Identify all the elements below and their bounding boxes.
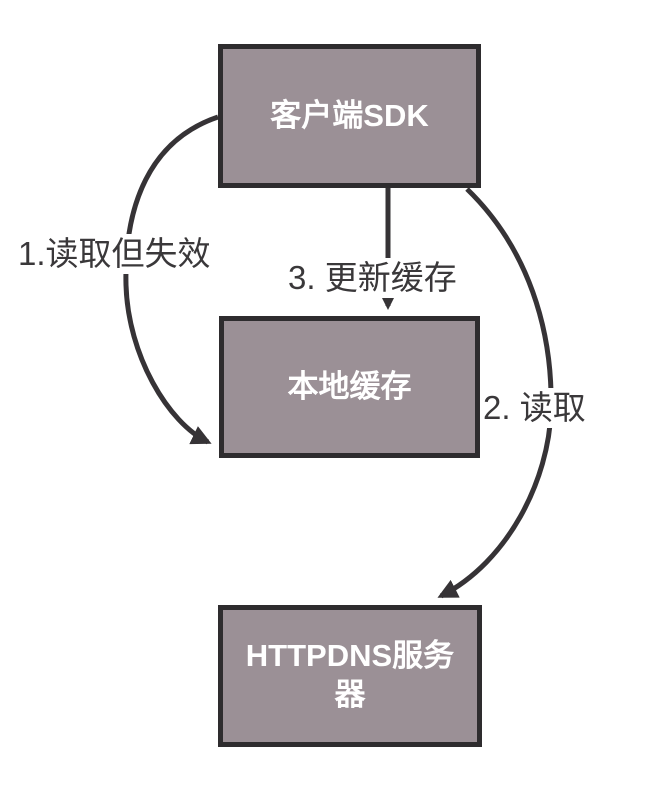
node-local-cache: 本地缓存: [219, 316, 480, 458]
edge-3-label: 3. 更新缓存: [286, 258, 459, 298]
edge-2-label: 2. 读取: [481, 388, 588, 428]
node-client-sdk: 客户端SDK: [218, 44, 481, 188]
node-httpdns-server-label: HTTPDNS服务器: [245, 638, 455, 712]
edge-1-label: 1.读取但失效: [16, 234, 213, 274]
node-local-cache-label: 本地缓存: [287, 368, 412, 404]
node-client-sdk-label: 客户端SDK: [270, 97, 429, 133]
node-httpdns-server: HTTPDNS服务器: [218, 605, 482, 747]
edge-1-read-but-expired-arrow: [123, 114, 219, 445]
